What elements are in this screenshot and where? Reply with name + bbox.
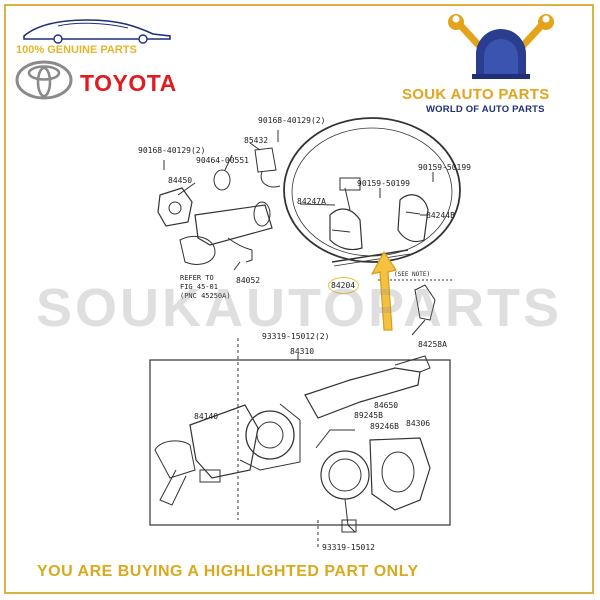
toyota-emblem-icon: [15, 60, 73, 100]
part-label: 84247A: [297, 197, 326, 206]
souk-wrench-logo-icon: [448, 14, 554, 79]
highlight-arrow-icon: [370, 250, 397, 331]
part-label: 90159-50199: [357, 179, 410, 188]
watermark-text: SOUKAUTOPARTS: [36, 278, 563, 338]
part-label: 84306: [406, 419, 431, 428]
steering-wheel-outline: [283, 117, 461, 263]
refer-note: REFER TO FIG 45-01 (PNC 45250A): [180, 274, 231, 301]
image-border: [4, 4, 594, 594]
part-label: 90168-40129(2): [258, 116, 326, 125]
part-label: 90159-50199: [418, 163, 471, 172]
part-label: 90168-40129(2): [138, 146, 206, 155]
refer-note-line: (PNC 45250A): [180, 292, 231, 300]
brand-name: TOYOTA: [80, 70, 177, 96]
highlighted-part-circle: [328, 277, 359, 294]
part-label: 89246B: [370, 422, 399, 431]
part-label: 84140: [194, 412, 219, 421]
footer-notice: YOU ARE BUYING A HIGHLIGHTED PART ONLY: [37, 563, 419, 580]
part-label: 90464-00551: [196, 156, 249, 165]
refer-note-line: FIG 45-01: [180, 283, 218, 291]
part-label: 84244B: [426, 211, 455, 220]
refer-note-line: REFER TO: [180, 274, 214, 282]
part-label: 84052: [236, 276, 261, 285]
part-label: 93319-15012(2): [262, 332, 330, 341]
part-note: (SEE NOTE): [394, 271, 431, 278]
part-label: 84450: [168, 176, 193, 185]
highlighted-part-label: 84204: [331, 281, 356, 290]
part-label: 84258A: [418, 340, 447, 349]
store-tagline: WORLD OF AUTO PARTS: [426, 104, 545, 115]
part-label: 85432: [244, 136, 269, 145]
car-silhouette-icon: [23, 19, 171, 44]
part-label: 89245B: [354, 411, 383, 420]
store-name: SOUK AUTO PARTS: [402, 86, 550, 103]
part-label: 84650: [374, 401, 399, 410]
part-label: 93319-15012: [322, 543, 375, 552]
genuine-parts-text: 100% GENUINE PARTS: [16, 44, 137, 56]
part-label: 84310: [290, 347, 315, 356]
